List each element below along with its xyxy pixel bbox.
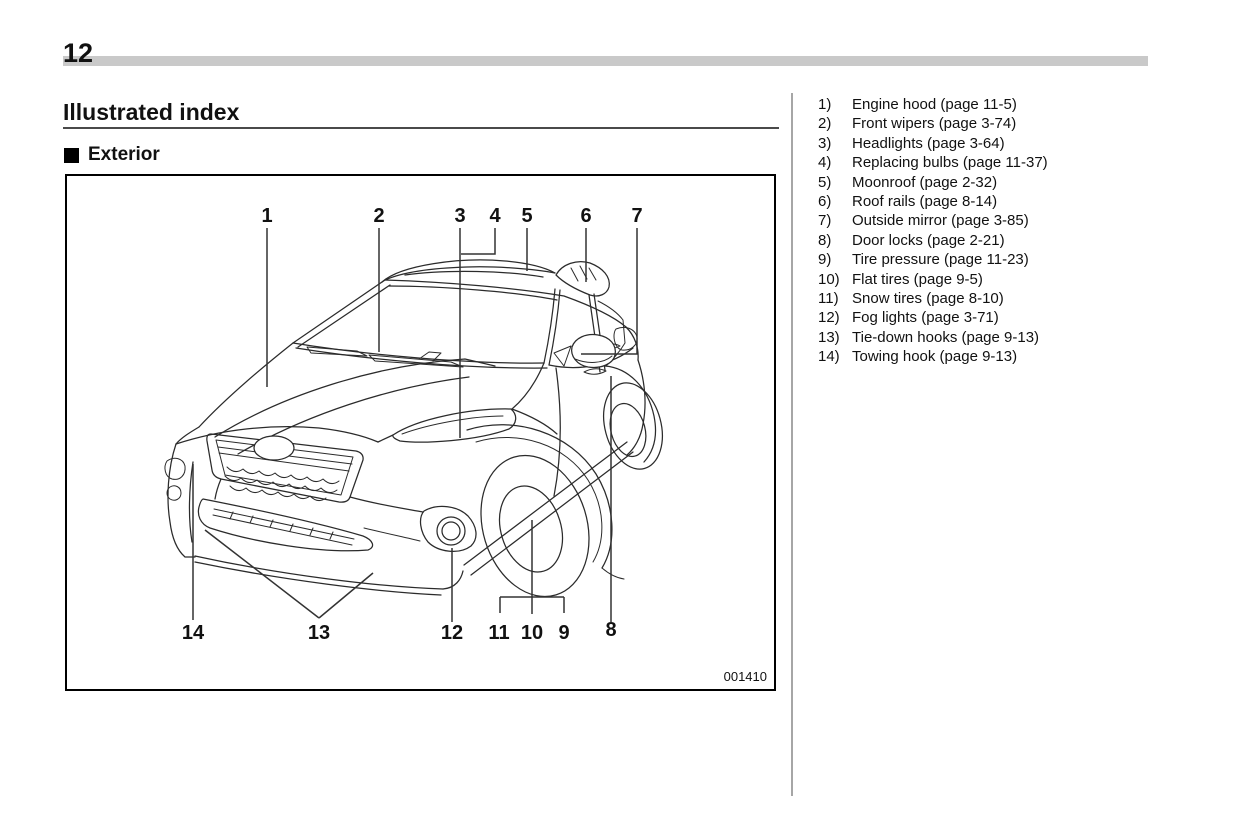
list-item: 13) Tie-down hooks (page 9-13) bbox=[818, 328, 1241, 347]
list-item-label: Door locks (page 2-21) bbox=[852, 231, 1005, 249]
list-item: 8) Door locks (page 2-21) bbox=[818, 231, 1241, 250]
list-item-label: Towing hook (page 9-13) bbox=[852, 348, 1018, 366]
list-item: 9) Tire pressure (page 11-23) bbox=[818, 250, 1241, 269]
list-item: 10) Flat tires (page 9-5) bbox=[818, 270, 1241, 289]
list-item: 12) Fog lights (page 3-71) bbox=[818, 308, 1241, 327]
column-divider bbox=[791, 93, 793, 796]
car-illustration: 1 2 3 4 5 6 7 14 13 12 11 10 9 8 001410 bbox=[164, 205, 767, 684]
list-item-number: 3) bbox=[818, 134, 832, 152]
callout-label-2: 2 bbox=[373, 205, 384, 227]
list-item-number: 9) bbox=[818, 251, 832, 269]
callout-label-9: 9 bbox=[558, 622, 569, 644]
page-title: Illustrated index bbox=[63, 99, 240, 125]
list-item-number: 4) bbox=[818, 154, 832, 172]
list-item-label: Moonroof (page 2-32) bbox=[852, 173, 998, 191]
list-item: 3) Headlights (page 3-64) bbox=[818, 134, 1241, 153]
list-item-number: 6) bbox=[818, 193, 832, 211]
list-item-number: 13) bbox=[818, 328, 840, 346]
callout-label-8: 8 bbox=[605, 619, 616, 641]
list-item-label: Outside mirror (page 3-85) bbox=[852, 212, 1029, 230]
figure-code: 001410 bbox=[724, 669, 767, 684]
callout-label-6: 6 bbox=[580, 205, 591, 227]
list-item: 6) Roof rails (page 8-14) bbox=[818, 192, 1241, 211]
list-item: 4) Replacing bulbs (page 11-37) bbox=[818, 153, 1241, 172]
callout-label-5: 5 bbox=[521, 205, 532, 227]
list-item-label: Front wipers (page 3-74) bbox=[852, 115, 1017, 133]
list-item-number: 10) bbox=[818, 270, 840, 288]
list-item-number: 11) bbox=[818, 290, 839, 308]
list-item-number: 5) bbox=[818, 173, 832, 191]
car-line-drawing bbox=[164, 259, 663, 598]
list-item-label: Fog lights (page 3-71) bbox=[852, 309, 999, 327]
page-number: 12 bbox=[63, 38, 94, 68]
exterior-index-list: 1) Engine hood (page 11-5) 2) Front wipers … bbox=[818, 95, 1241, 367]
callout-label-1: 1 bbox=[261, 205, 272, 227]
callout-label-10: 10 bbox=[521, 622, 543, 644]
list-item-number: 1) bbox=[818, 96, 832, 113]
list-item-number: 14) bbox=[818, 348, 840, 366]
list-item-number: 12) bbox=[818, 309, 840, 327]
list-item: 7) Outside mirror (page 3-85) bbox=[818, 211, 1241, 230]
callout-label-14: 14 bbox=[182, 622, 205, 644]
list-item-label: Flat tires (page 9-5) bbox=[852, 270, 983, 288]
list-item-number: 2) bbox=[818, 115, 832, 133]
list-item-label: Tie-down hooks (page 9-13) bbox=[852, 328, 1040, 346]
list-item-label: Snow tires (page 8-10) bbox=[852, 290, 1004, 308]
list-item-label: Tire pressure (page 11-23) bbox=[852, 251, 1029, 269]
list-item: 1) Engine hood (page 11-5) bbox=[818, 95, 1241, 114]
callout-label-11: 11 bbox=[488, 622, 509, 644]
list-item-label: Engine hood (page 11-5) bbox=[852, 96, 1017, 113]
section-bullet-icon bbox=[64, 147, 79, 163]
list-item: 14) Towing hook (page 9-13) bbox=[818, 347, 1241, 366]
list-item: 11) Snow tires (page 8-10) bbox=[818, 289, 1241, 308]
callout-leader-lines bbox=[192, 228, 638, 622]
side-mirror-drawing bbox=[571, 333, 616, 369]
list-item-label: Replacing bulbs (page 11-37) bbox=[852, 154, 1048, 172]
title-rule bbox=[63, 127, 779, 129]
list-item-label: Headlights (page 3-64) bbox=[852, 134, 1005, 152]
exterior-figure: 1 2 3 4 5 6 7 14 13 12 11 10 9 8 001410 bbox=[65, 174, 776, 691]
list-item-label: Roof rails (page 8-14) bbox=[852, 193, 998, 211]
list-item-number: 7) bbox=[818, 212, 832, 230]
section-heading: Exterior bbox=[64, 144, 160, 166]
list-item: 2) Front wipers (page 3-74) bbox=[818, 114, 1241, 133]
callout-label-12: 12 bbox=[441, 622, 463, 644]
callout-label-3: 3 bbox=[454, 205, 465, 227]
callout-label-13: 13 bbox=[308, 622, 330, 644]
list-item-number: 8) bbox=[818, 231, 832, 249]
list-item: 5) Moonroof (page 2-32) bbox=[818, 173, 1241, 192]
callout-label-7: 7 bbox=[631, 205, 642, 227]
header-bar bbox=[63, 56, 1148, 66]
callout-label-4: 4 bbox=[489, 205, 501, 227]
section-heading-label: Exterior bbox=[88, 144, 160, 165]
